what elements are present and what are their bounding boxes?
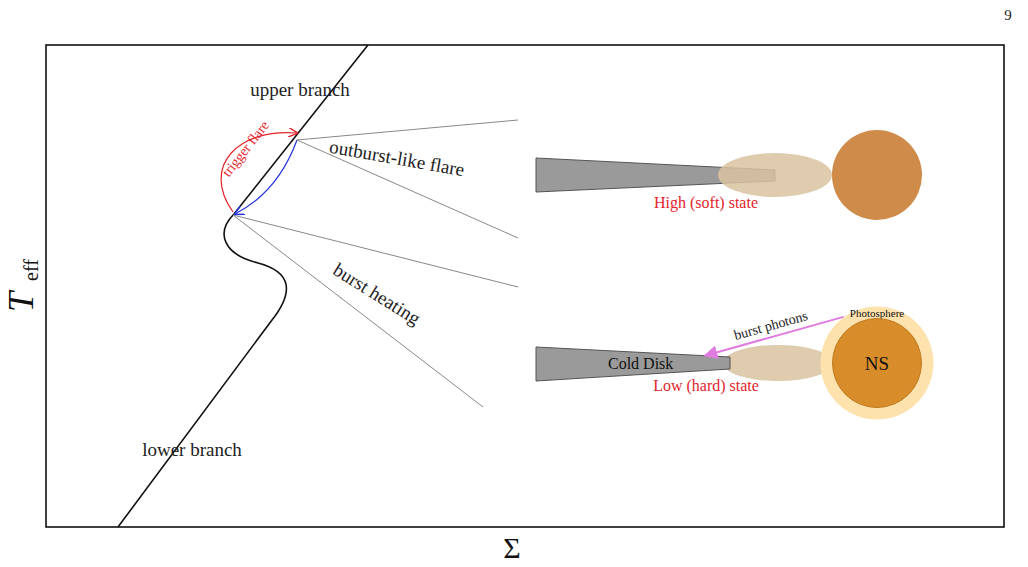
process-label: burst heating: [330, 260, 424, 328]
axis-subscript: eff: [21, 259, 41, 281]
node-text: Photosphere: [820, 308, 934, 319]
corona-ellipse: [718, 153, 832, 197]
process-label: trigger flare: [220, 119, 272, 180]
axis-label: T: [3, 292, 39, 312]
neutron-star: [832, 130, 922, 220]
page-number: 9: [1004, 8, 1012, 23]
neutron-star-circle: NS: [832, 318, 922, 408]
process-label: outburst-like flare: [328, 137, 466, 179]
corona-ellipse: [723, 345, 833, 381]
s-curve: [118, 45, 368, 527]
photosphere-circle: PhotosphereNS: [820, 306, 934, 420]
branch-label: lower branch: [142, 440, 242, 459]
cold-disk: Cold Disk: [536, 347, 730, 381]
node-text: NS: [832, 354, 922, 373]
branch-label: upper branch: [250, 80, 350, 99]
node-text: Cold Disk: [608, 356, 673, 372]
projection-lines: [233, 120, 518, 407]
axis-label: Σ: [503, 533, 520, 563]
edge-label: burst photons: [733, 309, 810, 343]
plot-frame: [46, 45, 1004, 527]
state-label: High (soft) state: [654, 195, 758, 211]
state-label: Low (hard) state: [653, 378, 759, 394]
